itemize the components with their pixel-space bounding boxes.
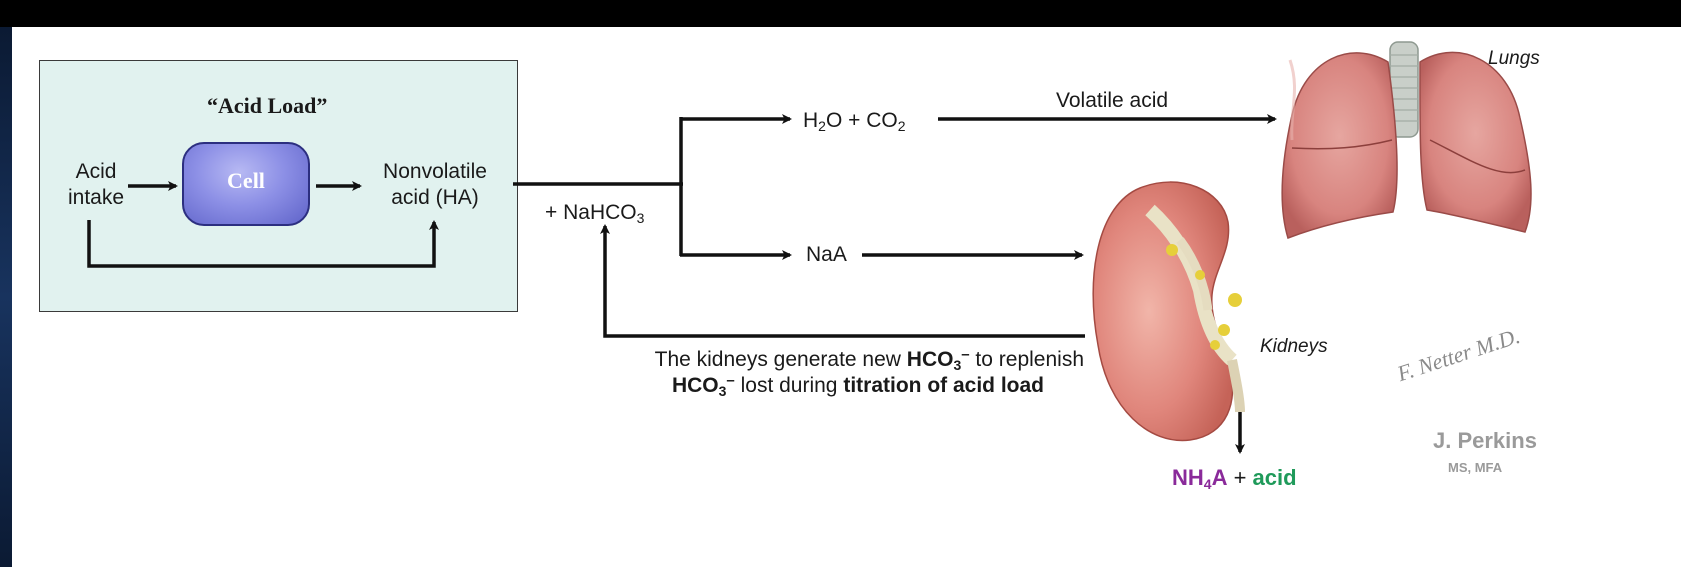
arrow-return-hco3 <box>605 226 1085 336</box>
kidney-illustration <box>1093 182 1242 440</box>
arrow-bypass <box>89 220 434 266</box>
lungs-illustration <box>1282 42 1531 238</box>
